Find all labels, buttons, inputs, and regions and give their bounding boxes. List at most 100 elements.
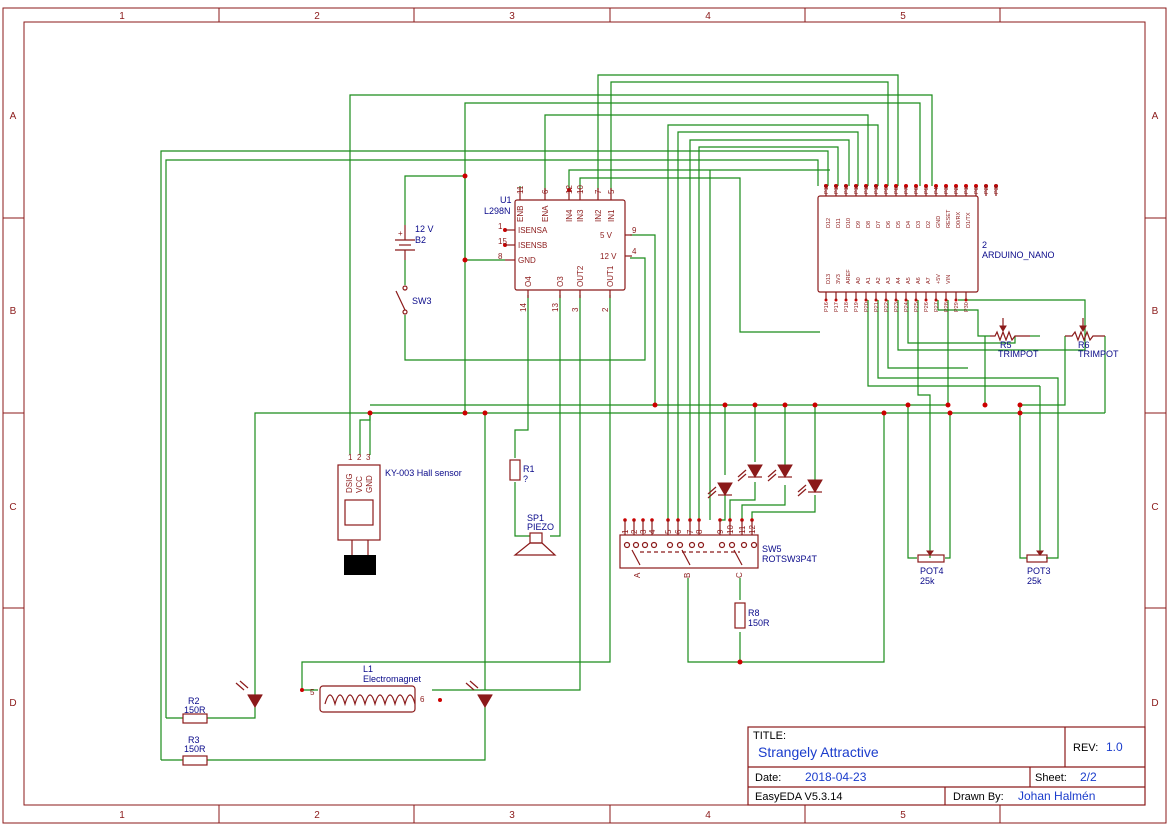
sheet-label: Sheet: [1035,772,1067,784]
u1-pin-number: 11 [516,185,525,194]
led-5[interactable] [235,680,263,708]
led-4[interactable] [797,479,823,497]
b2-ref: B2 [415,235,426,245]
u1-pin-number: 15 [498,237,507,246]
nano-bottom-pin-name: A2 [876,277,882,284]
u1-pin-name: O4 [524,276,533,287]
u1-pin-name: ISENSA [518,226,548,235]
nano-top-pin-number: P30 [994,184,1000,194]
b2-value: 12 V [415,224,434,234]
nano-top-pin-number: P1 [964,187,970,194]
sw5-wiper [681,549,691,566]
junctions [300,173,1023,702]
u1-pin-name: GND [518,256,536,265]
nano-bottom-pin-number: P21 [874,302,880,312]
r6-trimpot[interactable]: R6 TRIMPOT [1065,318,1119,359]
nano-bottom-pin-name: +5V [936,274,942,284]
nano-bottom-pin-name: A6 [916,277,922,284]
sw5-pin-number: 11 [738,525,747,534]
col-label-bottom-2: 2 [314,810,320,821]
r8-resistor[interactable]: R8 150R [734,602,770,629]
rev-label: REV: [1073,742,1098,754]
row-label-right-a: A [1152,111,1159,122]
nano-top-pin-number: P4 [934,187,940,194]
r2-resistor[interactable]: R2 150R [182,696,208,724]
sw5-pin-number: 10 [726,525,735,534]
r6-ref: R6 [1078,340,1090,350]
pot4-potentiometer[interactable]: POT4 25k [917,550,945,586]
nano-bottom-pin-name: A5 [906,277,912,284]
r3-ref: R3 [188,735,200,745]
pot4-ref: POT4 [920,566,944,576]
u1-pin-name: ENB [516,206,525,222]
nano-bottom-pin-number: P30 [964,302,970,312]
sp1-piezo[interactable]: SP1 PIEZO [513,513,557,556]
nano-bottom-pin-number: P22 [884,302,890,312]
col-label-bottom-4: 4 [705,810,711,821]
row-label-left-a: A [10,111,17,122]
sw5-wiper [733,549,743,566]
nano-bottom-pin-number: P19 [854,302,860,312]
nano-bottom-pin-number: P29 [954,302,960,312]
drawn-by-label: Drawn By: [953,791,1004,803]
u1-pin-name: IN4 [565,209,574,222]
r8-value: 150R [748,618,770,628]
l1-ref: L1 [363,664,373,674]
b2-battery[interactable]: + 12 V B2 [395,224,434,260]
nano-bottom-pin-number: P17 [834,302,840,312]
l1-electromagnet[interactable]: L1 Electromagnet 5 6 [310,664,425,713]
tool-label: EasyEDA V5.3.14 [755,791,842,803]
u1-pin-name: OUT1 [606,265,615,287]
u1-pin-number: 6 [541,189,550,194]
nano-bottom-pin-number: P23 [894,302,900,312]
nano-top-pin-name: D11 [836,218,842,228]
hall-sensor[interactable]: 1 2 3 DSIG VCC GND KY-003 Hall sensor [337,453,462,575]
r5-ref: R5 [1000,340,1012,350]
col-label-top-3: 3 [509,11,515,22]
sw5-pin-number: 3 [639,529,648,534]
sw5-contact [728,541,736,549]
u1-pin-name: IN1 [607,209,616,222]
nano-bottom-pin-number: P28 [944,302,950,312]
r1-resistor[interactable]: R1 ? [509,459,535,484]
nano-top-pin-number: P7 [904,187,910,194]
sw5-contact [623,541,631,549]
sw5-pin-number: 4 [648,529,657,534]
nano-top-pin-name: D0/RX [956,211,962,228]
nano-bottom-pin-number: P26 [924,302,930,312]
nano-bottom-pin-number: P16 [824,302,830,312]
u1-pin-name: IN3 [576,209,585,222]
title-label: TITLE: [753,730,786,742]
nano-top-pin-number: P10 [874,184,880,194]
sw5-contact [688,541,696,549]
hall-pin-1: 1 [348,453,353,462]
led-1[interactable] [707,482,733,499]
hall-label: KY-003 Hall sensor [385,468,462,478]
r5-trimpot[interactable]: R5 TRIMPOT [990,318,1039,359]
nano-bottom-pin-number: P25 [914,302,920,312]
led-3[interactable] [767,464,793,482]
u1-pin-number: 1 [498,222,503,231]
hall-pin-dsig: DSIG [345,473,354,493]
sw5-contact [718,541,726,549]
sw5-contact [632,541,640,549]
sw5-contact [650,541,658,549]
pot3-value: 25k [1027,576,1042,586]
u1-pin-name: ISENSB [518,241,547,250]
wires [160,74,1106,761]
r3-resistor[interactable]: R3 150R [182,735,208,766]
nano-top-pin-name: D9 [856,221,862,228]
sw5-value: ROTSW3P4T [762,554,818,564]
u1-pin-number: 10 [576,185,585,194]
led-2[interactable] [737,464,763,482]
sw3-switch[interactable]: SW3 [395,285,432,315]
led-6[interactable] [465,680,493,708]
pot3-potentiometer[interactable]: POT3 25k [1026,550,1051,586]
u1-pin-name: OUT2 [576,265,585,287]
sw5-pin-number: 7 [686,529,695,534]
nano-top-pin-name: D6 [886,221,892,228]
